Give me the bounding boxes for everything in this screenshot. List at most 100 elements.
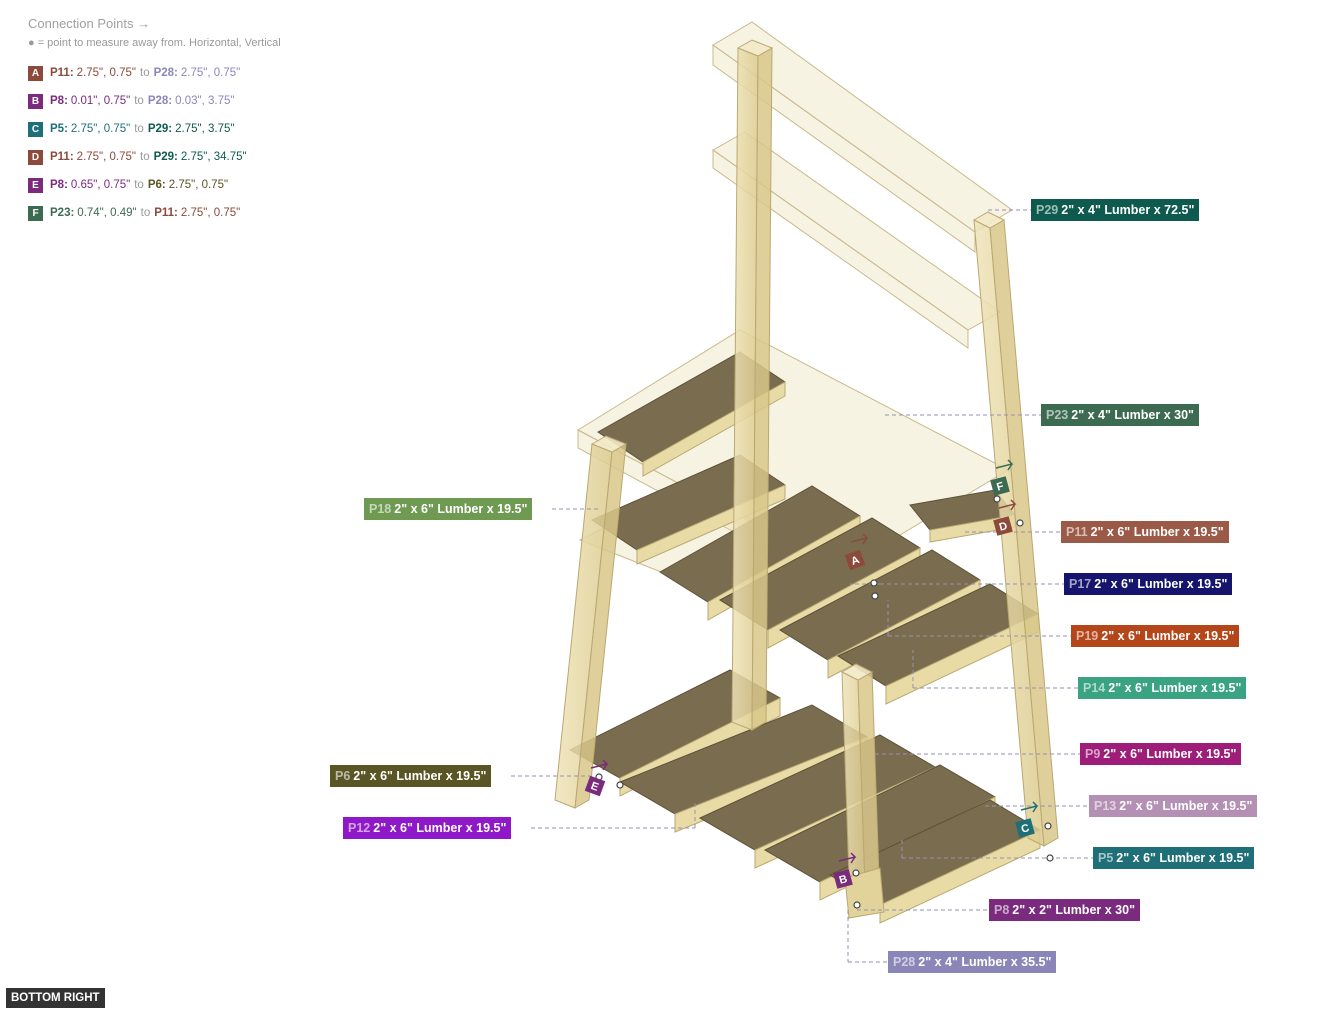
connection-points-legend: Connection Points → ● = point to measure… — [28, 16, 281, 227]
legend-part-to: P29: — [147, 123, 173, 135]
marker-arrow-icon — [590, 759, 609, 771]
part-description: 2" x 6" Lumber x 19.5" — [1103, 747, 1237, 761]
marker-arrow-icon — [850, 533, 869, 545]
legend-value-from: 0.74", 0.49" — [77, 207, 137, 219]
part-id: P17 — [1069, 577, 1092, 591]
part-description: 2" x 6" Lumber x 19.5" — [353, 769, 487, 783]
measure-point-dot — [616, 781, 624, 789]
legend-value-from: 0.65", 0.75" — [70, 179, 131, 191]
legend-value-from: 2.75", 0.75" — [76, 151, 136, 163]
top-rail-p29-front — [712, 44, 976, 253]
part-id: P12 — [348, 821, 371, 835]
legend-part-to: P11: — [154, 207, 178, 219]
part-id: P14 — [1083, 681, 1106, 695]
connection-marker-f[interactable]: F — [990, 476, 1010, 496]
part-id: P13 — [1094, 799, 1117, 813]
legend-part-from: P11: — [50, 67, 74, 79]
legend-value-to: 2.75", 3.75" — [175, 123, 235, 135]
legend-to: to — [134, 179, 144, 191]
part-description: 2" x 6" Lumber x 19.5" — [1094, 577, 1228, 591]
legend-value-to: 2.75", 34.75" — [180, 151, 247, 163]
part-description: 2" x 6" Lumber x 19.5" — [1119, 799, 1253, 813]
connection-marker-e[interactable]: E — [584, 775, 606, 797]
legend-title[interactable]: Connection Points → — [28, 16, 151, 31]
part-description: 2" x 6" Lumber x 19.5" — [1090, 525, 1224, 539]
view-bottom-right-button[interactable]: BOTTOM RIGHT — [6, 988, 105, 1008]
p8-front-left-post-cap — [736, 39, 774, 57]
part-description: 2" x 4" Lumber x 72.5" — [1061, 203, 1195, 217]
marker-letter: A — [850, 554, 862, 568]
part-description: 2" x 2" Lumber x 30" — [1012, 903, 1135, 917]
legend-to: to — [134, 123, 144, 135]
connection-marker-b[interactable]: B — [833, 869, 853, 889]
legend-badge-b: B — [28, 93, 43, 109]
part-description: 2" x 4" Lumber x 30" — [1071, 408, 1194, 422]
part-description: 2" x 6" Lumber x 19.5" — [1101, 629, 1235, 643]
measure-point-dot — [871, 592, 879, 600]
legend-to: to — [134, 95, 144, 107]
part-description: 2" x 6" Lumber x 19.5" — [394, 502, 528, 516]
part-description: 2" x 6" Lumber x 19.5" — [1116, 851, 1250, 865]
measure-point-dot — [1044, 822, 1052, 830]
connection-marker-a[interactable]: A — [844, 549, 866, 571]
part-id: P5 — [1098, 851, 1114, 865]
part-id: P29 — [1036, 203, 1059, 217]
legend-badge-e: E — [28, 177, 43, 193]
connection-marker-d[interactable]: D — [993, 516, 1013, 536]
legend-badge-d: D — [28, 149, 43, 165]
legend-value-to: 2.75", 0.75" — [168, 179, 229, 191]
legend-to: to — [140, 207, 151, 219]
part-description: 2" x 4" Lumber x 35.5" — [918, 955, 1052, 969]
part-id: P11 — [1066, 525, 1088, 539]
measure-point-dot — [853, 901, 861, 909]
measure-point-dot — [1046, 854, 1054, 862]
measure-point-dot — [993, 495, 1001, 503]
measure-point-dot — [852, 869, 860, 877]
legend-value-from: 2.75", 0.75" — [76, 67, 136, 79]
legend-note: ● = point to measure away from. Horizont… — [28, 37, 281, 49]
marker-box — [1015, 818, 1035, 838]
part-description: 2" x 6" Lumber x 19.5" — [1108, 681, 1242, 695]
legend-value-to: 2.75", 0.75" — [180, 207, 241, 219]
marker-letter: E — [589, 780, 600, 794]
legend-badge-c: C — [28, 121, 43, 137]
part-id: P9 — [1085, 747, 1101, 761]
legend-value-to: 2.75", 0.75" — [180, 67, 241, 79]
legend-part-to: P28: — [153, 67, 178, 79]
marker-arrow-icon — [838, 852, 857, 864]
legend-value-from: 0.01", 0.75" — [70, 95, 131, 107]
marker-box — [584, 775, 606, 797]
marker-arrow-icon — [998, 499, 1017, 511]
connection-marker-c[interactable]: C — [1015, 818, 1035, 838]
marker-box — [990, 476, 1010, 496]
marker-letter: D — [998, 520, 1009, 534]
legend-part-to: P28: — [147, 95, 173, 107]
legend-value-from: 2.75", 0.75" — [70, 123, 131, 135]
marker-letter: B — [838, 873, 849, 887]
legend-part-from: P5: — [50, 123, 68, 135]
p8-bottom-leg-cap — [840, 663, 874, 681]
marker-box — [993, 516, 1013, 536]
part-id: P8 — [994, 903, 1010, 917]
